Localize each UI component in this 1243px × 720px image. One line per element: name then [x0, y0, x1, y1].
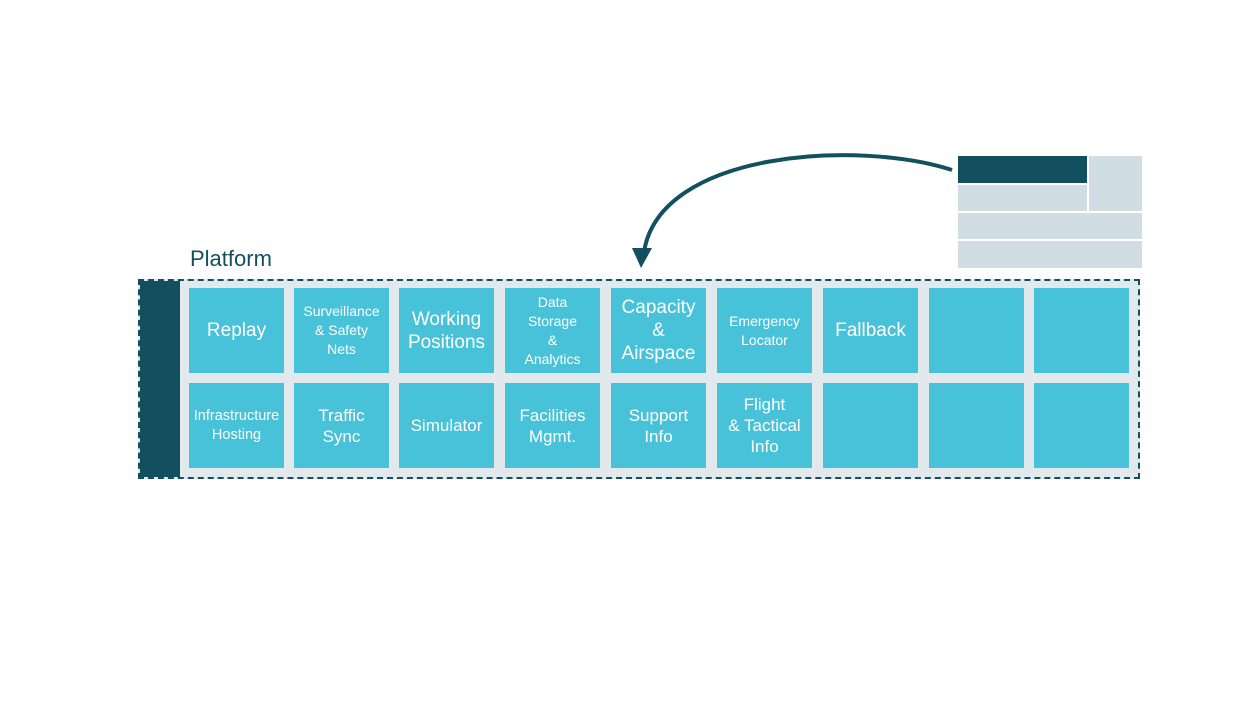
module-tile-fallback: Fallback [823, 288, 918, 373]
module-tile-support-info: Support Info [611, 383, 706, 468]
layout-grid-icon [958, 156, 1142, 268]
module-tile-working-positions: Working Positions [399, 288, 494, 373]
platform-sidebar [140, 281, 180, 477]
layout-grid-cell [958, 241, 1142, 268]
layout-grid-cell [958, 213, 1142, 239]
platform-title: Platform [190, 246, 272, 271]
module-tile-data-storage-analytics: Data Storage & Analytics [505, 288, 600, 373]
module-tile-empty [1034, 383, 1129, 468]
module-tile-simulator: Simulator [399, 383, 494, 468]
module-tile-empty [823, 383, 918, 468]
module-tile-empty [929, 288, 1024, 373]
module-tile-empty [1034, 288, 1129, 373]
arrow-head [632, 248, 652, 268]
module-tile-traffic-sync: Traffic Sync [294, 383, 389, 468]
module-tile-flight-tactical-info: Flight & Tactical Info [717, 383, 812, 468]
module-tile-replay: Replay [189, 288, 284, 373]
module-tile-surveillance-safety-nets: Surveillance & Safety Nets [294, 288, 389, 373]
layout-grid-cell [1089, 156, 1142, 211]
layout-grid-highlight-cell [958, 156, 1087, 183]
module-tile-emergency-locator: Emergency Locator [717, 288, 812, 373]
module-tile-empty [929, 383, 1024, 468]
arrow-path [642, 153, 953, 253]
module-tile-facilities-mgmt: Facilities Mgmt. [505, 383, 600, 468]
layout-grid-cell [958, 185, 1087, 211]
module-tile-infrastructure-hosting: Infrastructure Hosting [189, 383, 284, 468]
module-tile-capacity-airspace: Capacity & Airspace [611, 288, 706, 373]
